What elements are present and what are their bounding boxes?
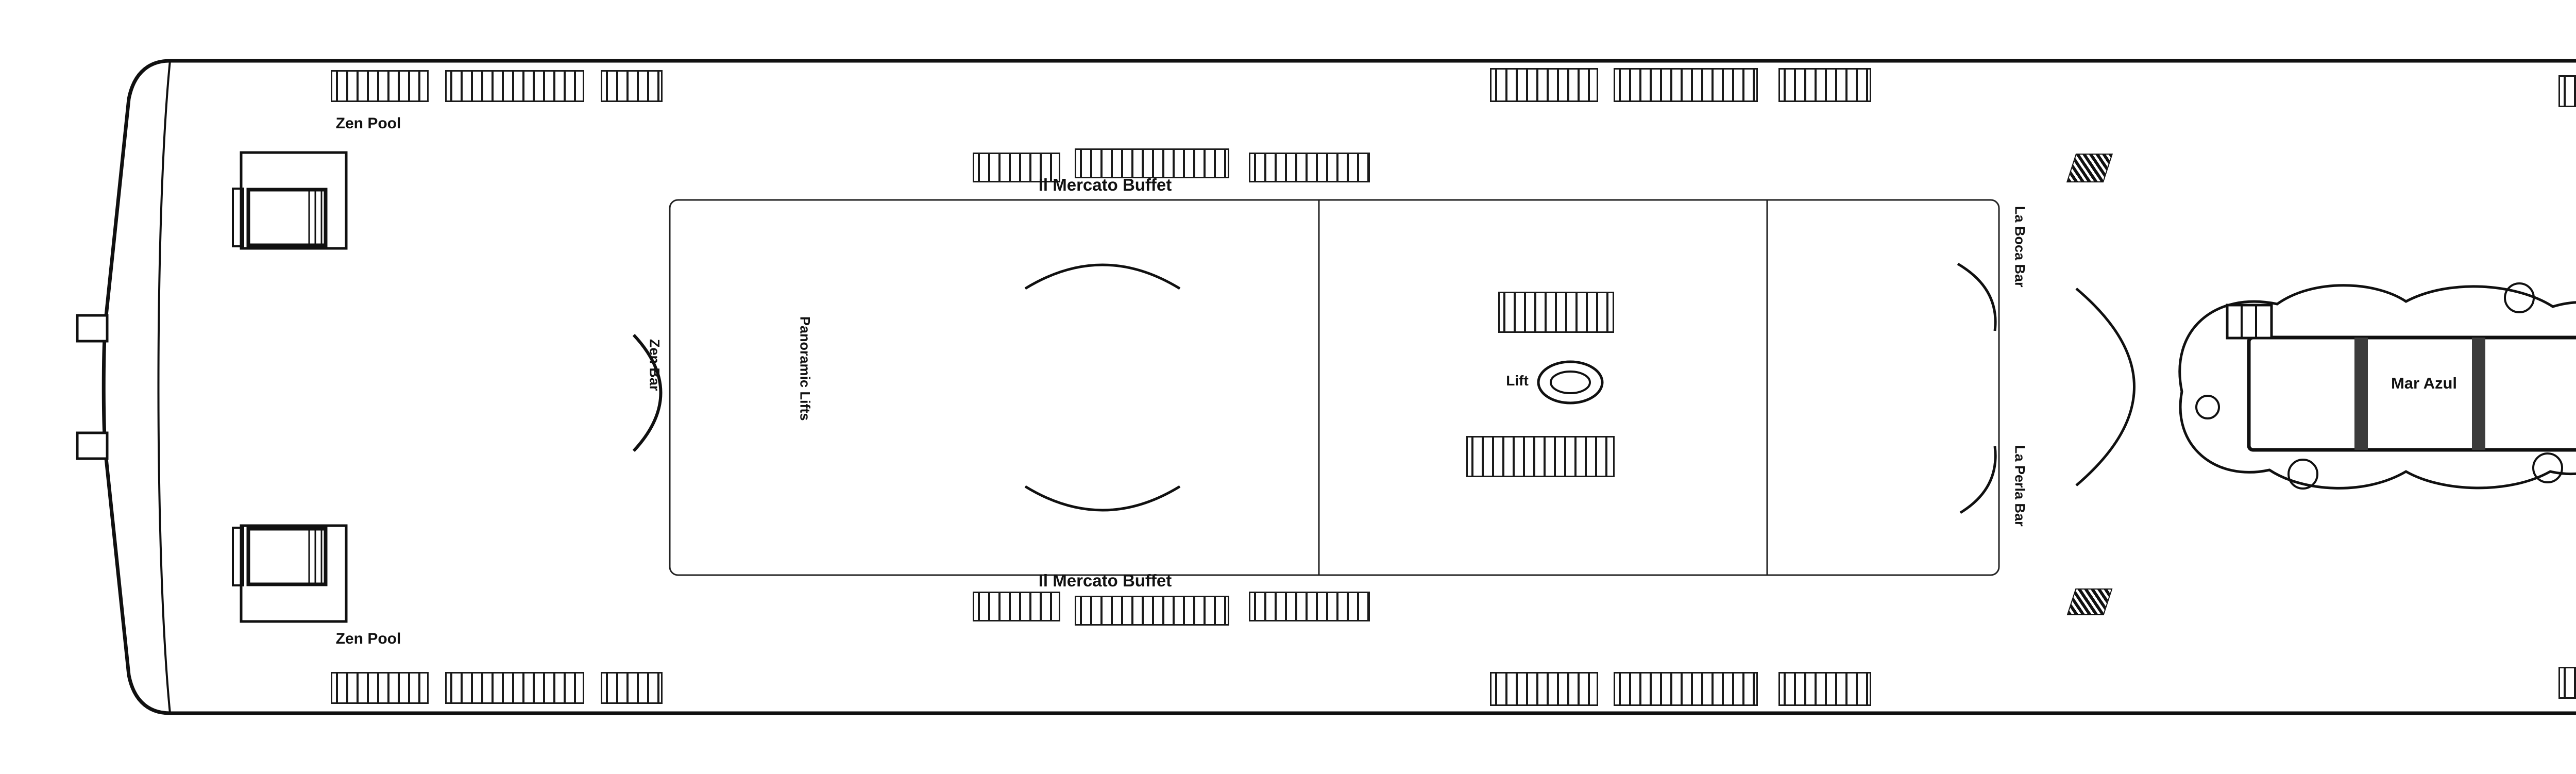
ship-hull-outline bbox=[101, 59, 2576, 715]
cabana-row bbox=[1466, 436, 1615, 477]
label-zen-pool-bottom: Zen Pool bbox=[335, 630, 401, 647]
sun-loungers bbox=[445, 70, 584, 102]
sun-loungers bbox=[2558, 667, 2576, 699]
sun-loungers bbox=[331, 70, 429, 102]
buffet-counter bbox=[1249, 153, 1370, 182]
label-la-boca-bar: La Boca Bar bbox=[2012, 206, 2028, 288]
sun-loungers bbox=[1778, 672, 1871, 706]
cabana-row bbox=[1498, 292, 1614, 333]
sun-loungers bbox=[445, 672, 584, 704]
sun-loungers bbox=[1490, 672, 1598, 706]
sun-loungers bbox=[601, 672, 663, 704]
label-lift-center: Lift bbox=[1506, 373, 1529, 389]
label-il-mercato-buffet-top: Il Mercato Buffet bbox=[1038, 175, 1172, 194]
sun-loungers bbox=[1778, 68, 1871, 102]
sun-loungers bbox=[1614, 672, 1758, 706]
sun-loungers bbox=[1490, 68, 1598, 102]
label-zen-bar: Zen Bar bbox=[647, 339, 663, 391]
sun-loungers bbox=[331, 672, 429, 704]
buffet-counter bbox=[973, 153, 1060, 182]
label-zen-pool-top: Zen Pool bbox=[335, 115, 401, 132]
sun-loungers bbox=[2558, 75, 2576, 107]
label-il-mercato-buffet-bottom: Il Mercato Buffet bbox=[1038, 571, 1172, 590]
buffet-counter bbox=[973, 592, 1060, 621]
label-mar-azul: Mar Azul bbox=[2391, 374, 2458, 392]
label-la-perla-bar: La Perla Bar bbox=[2012, 445, 2028, 527]
buffet-counter bbox=[1249, 592, 1370, 621]
buffet-counter bbox=[1075, 148, 1229, 178]
buffet-counter bbox=[1075, 596, 1229, 626]
sun-loungers bbox=[1614, 68, 1758, 102]
label-panoramic-lifts: Panoramic Lifts bbox=[797, 316, 813, 421]
sun-loungers bbox=[601, 70, 663, 102]
